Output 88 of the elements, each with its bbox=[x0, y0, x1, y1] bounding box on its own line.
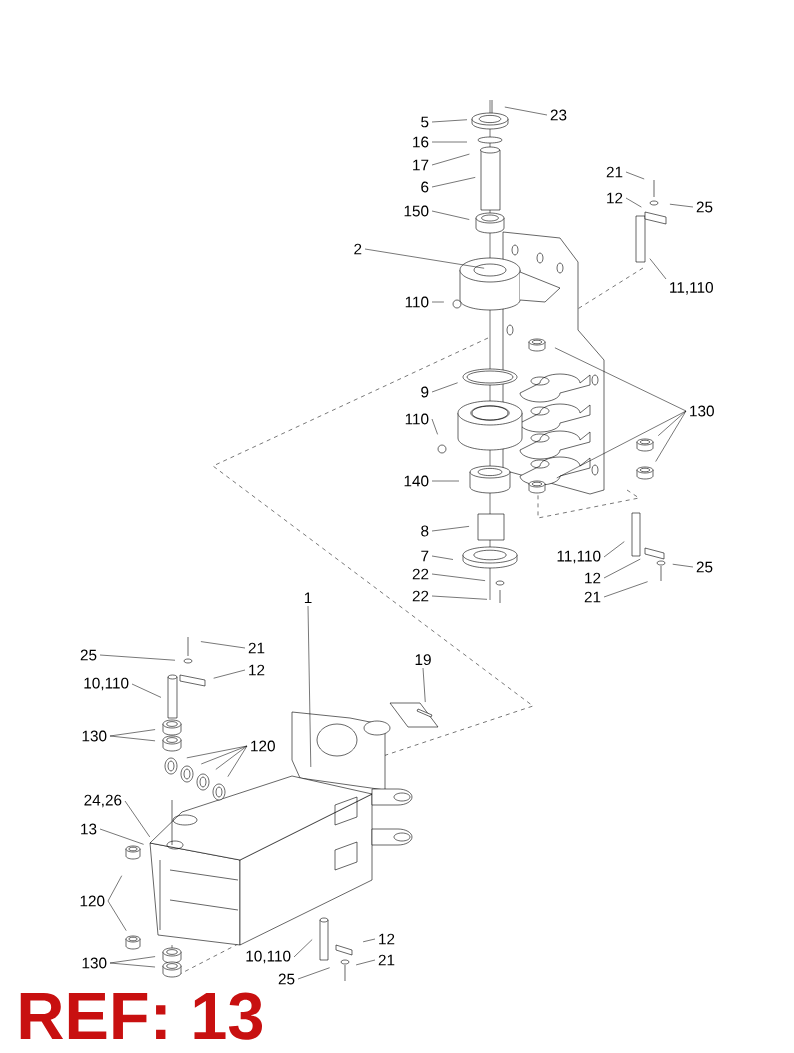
callout-number: 19 bbox=[415, 654, 431, 666]
leader-line bbox=[669, 203, 694, 208]
leader-line bbox=[554, 347, 687, 412]
callout-number: 16 bbox=[413, 136, 429, 148]
callout-number: 22 bbox=[412, 568, 429, 580]
callout-number: 25 bbox=[80, 649, 97, 661]
leader-line bbox=[109, 735, 156, 742]
callout-number: 12 bbox=[607, 192, 623, 204]
callout-number: 21 bbox=[606, 166, 623, 178]
leader-line bbox=[362, 938, 376, 943]
leader-line bbox=[293, 939, 313, 958]
leader-line bbox=[364, 248, 485, 269]
leader-line bbox=[504, 106, 548, 116]
leader-line bbox=[655, 410, 687, 462]
leader-line bbox=[109, 962, 156, 968]
leader-line bbox=[124, 800, 151, 838]
leader-line bbox=[431, 555, 454, 560]
callout-number: 13 bbox=[81, 823, 97, 835]
leader-line bbox=[107, 900, 127, 931]
leader-line bbox=[603, 581, 648, 598]
leader-line bbox=[109, 729, 156, 737]
callout-number: 25 bbox=[278, 973, 295, 985]
leader-line bbox=[431, 526, 470, 532]
callout-number: 2 bbox=[354, 243, 362, 255]
leader-line bbox=[431, 153, 470, 166]
leader-line bbox=[431, 573, 486, 581]
leader-line bbox=[431, 418, 438, 435]
callout-number: 11,110 bbox=[670, 281, 713, 295]
callout-number: 130 bbox=[690, 405, 714, 417]
leader-line bbox=[672, 563, 694, 568]
callout-number: 8 bbox=[421, 525, 429, 537]
callout-number: 120 bbox=[80, 895, 105, 907]
callout-number: 10,110 bbox=[84, 677, 129, 691]
leader-line bbox=[307, 605, 312, 768]
leader-line bbox=[297, 967, 330, 980]
leader-line bbox=[213, 669, 246, 679]
callout-number: 110 bbox=[405, 296, 429, 308]
leader-line bbox=[649, 258, 667, 280]
callout-number: 11,110 bbox=[557, 550, 601, 564]
leader-line bbox=[99, 828, 144, 845]
callout-number: 25 bbox=[696, 201, 713, 213]
leader-line bbox=[431, 595, 488, 600]
leader-line bbox=[625, 197, 642, 208]
callout-number: 21 bbox=[584, 591, 601, 603]
leader-line bbox=[215, 745, 248, 770]
leader-line bbox=[431, 480, 460, 482]
callout-number: 140 bbox=[404, 475, 429, 487]
leader-line bbox=[109, 956, 156, 964]
leader-line bbox=[603, 558, 641, 579]
leader-line bbox=[603, 541, 625, 558]
leader-line bbox=[431, 177, 476, 188]
leader-line bbox=[131, 683, 162, 698]
callout-number: 130 bbox=[82, 957, 107, 969]
callout-number: 110 bbox=[405, 413, 429, 425]
callout-number: 12 bbox=[585, 572, 601, 584]
leader-line bbox=[431, 119, 468, 123]
leader-line bbox=[107, 875, 122, 902]
leader-line bbox=[431, 210, 470, 220]
callout-number: 21 bbox=[248, 642, 265, 654]
callout-number: 5 bbox=[421, 116, 429, 128]
leader-line bbox=[355, 959, 376, 966]
callout-number: 12 bbox=[379, 933, 395, 945]
leader-line bbox=[227, 745, 248, 777]
leader-line bbox=[422, 667, 426, 703]
callout-number: 130 bbox=[82, 730, 107, 742]
callout-number: 7 bbox=[421, 550, 429, 562]
leader-line bbox=[625, 171, 645, 180]
callout-number: 25 bbox=[696, 561, 713, 573]
leader-line bbox=[200, 641, 246, 649]
leader-line bbox=[431, 141, 468, 143]
callout-number: 6 bbox=[421, 181, 429, 193]
leader-line bbox=[200, 745, 248, 765]
callout-number: 23 bbox=[550, 109, 567, 121]
callout-number: 24,26 bbox=[84, 794, 122, 808]
callout-number: 21 bbox=[378, 954, 395, 966]
leader-line bbox=[657, 410, 687, 436]
callout-number: 12 bbox=[249, 664, 265, 676]
callout-number: 1 bbox=[304, 592, 312, 604]
callout-number: 10,110 bbox=[246, 950, 291, 964]
leader-line bbox=[431, 301, 445, 303]
leader-line bbox=[431, 382, 458, 393]
callout-number: 17 bbox=[413, 159, 429, 171]
callout-number: 150 bbox=[404, 205, 429, 217]
reference-label: REF: 13 bbox=[20, 992, 263, 1040]
leader-line bbox=[99, 654, 176, 661]
callout-number: 9 bbox=[421, 386, 429, 398]
callout-number: 120 bbox=[251, 740, 275, 752]
callout-number: 22 bbox=[412, 590, 429, 602]
